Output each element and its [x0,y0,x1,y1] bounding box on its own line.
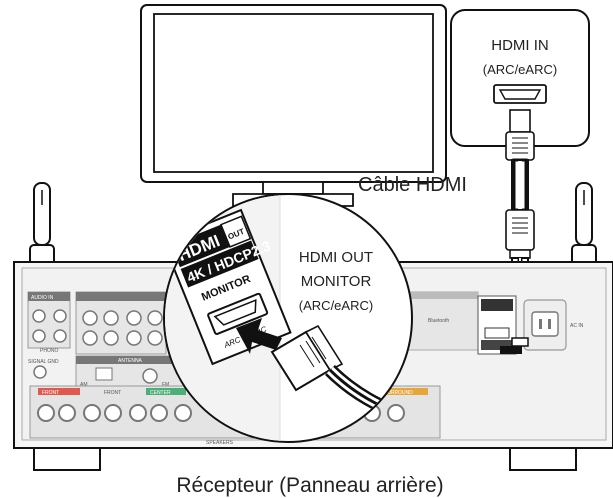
speaker-front-label: FRONT [42,390,59,396]
speakers-label: SPEAKERS [206,440,234,446]
speaker-center-label: CENTER [150,390,171,396]
antenna-section: ANTENNA AM FM [75,355,187,391]
tv-port-title: HDMI IN [491,37,549,54]
television [140,4,447,207]
right-panel-area: Bluetooth [399,291,479,351]
receiver-caption: Récepteur (Panneau arrière) [176,474,443,497]
speaker-front-b-label: FRONT [104,390,121,396]
phono-label: PHONO [40,348,58,354]
am-label: AM [80,382,88,388]
callout-title-line2: MONITOR [301,273,372,290]
signal-gnd-label: SIGNAL GND [28,359,59,365]
audio-in-label: AUDIO IN [31,295,54,301]
cable-label: Câble HDMI [358,174,467,196]
speaker-surround-label: SURROUND [384,390,413,396]
cable-plug-rear [500,337,529,354]
tv-hdmi-in-callout: HDMI IN (ARC/eARC) [450,9,590,147]
ac-inlet: AC IN [523,299,584,351]
receiver-rear-panel: AUDIO IN PHONO SIGNAL GND ANTE [13,182,613,471]
hdmi-in-port-icon [493,84,547,104]
antenna-label: ANTENNA [118,358,143,364]
callout-subtitle: (ARC/eARC) [299,298,373,313]
signal-gnd: SIGNAL GND [28,359,59,379]
fm-label: FM [162,382,169,388]
rear-hdmi-monitor-port [477,295,517,355]
ac-in-label: AC IN [570,323,584,329]
callout-title-line1: HDMI OUT [299,249,373,266]
audio-in-section: AUDIO IN PHONO [27,291,71,354]
audio-section-2 [75,291,167,355]
tv-port-subtitle: (ARC/eARC) [483,62,557,77]
bluetooth-label: Bluetooth [428,318,449,324]
